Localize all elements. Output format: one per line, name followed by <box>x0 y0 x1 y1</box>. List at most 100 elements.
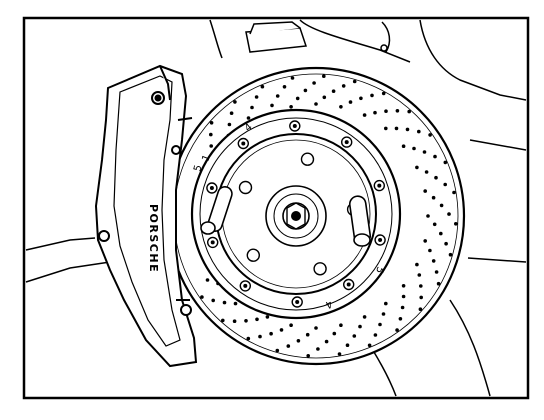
lug-hole <box>300 152 315 166</box>
drill-hole <box>400 305 405 310</box>
drill-hole <box>316 347 320 351</box>
drill-hole <box>305 332 310 337</box>
drill-hole <box>423 189 428 193</box>
drill-hole <box>362 113 367 117</box>
drill-hole <box>275 94 280 98</box>
drill-hole <box>452 190 456 195</box>
drill-hole <box>434 270 439 274</box>
drill-hole <box>447 212 451 216</box>
rotor-markings: 4 5 4 5 1 <box>192 122 385 310</box>
drill-hole <box>433 154 437 159</box>
rotor-hat <box>190 108 402 320</box>
drill-hole <box>229 111 234 115</box>
drill-hole <box>286 344 291 348</box>
drill-hole <box>255 317 259 322</box>
drill-hole <box>415 262 419 267</box>
drill-hole <box>306 354 311 358</box>
drill-hole <box>322 95 327 100</box>
drill-hole <box>258 334 262 339</box>
hat-bolt-center <box>210 240 215 245</box>
drill-hole <box>428 248 432 253</box>
drill-hole <box>454 222 458 226</box>
drill-hole <box>422 150 427 154</box>
drill-hole <box>384 109 388 113</box>
drill-hole <box>232 319 237 324</box>
lug-hole <box>313 262 327 276</box>
guide-pins <box>200 185 372 247</box>
drill-hole <box>246 116 251 120</box>
hat-bolt-center <box>292 124 297 128</box>
drill-hole <box>417 273 422 277</box>
drill-hole <box>434 175 438 180</box>
drill-hole <box>444 241 448 246</box>
drill-hole <box>345 343 350 348</box>
drill-hole <box>246 336 251 341</box>
drill-hole <box>341 84 346 88</box>
drill-hole <box>322 74 326 78</box>
drill-hole <box>352 79 357 84</box>
caliper-brand-lettering: PORSCHE <box>147 204 160 273</box>
drill-hole <box>227 122 232 127</box>
drill-hole <box>296 339 301 343</box>
drill-hole <box>418 307 423 312</box>
hat-bolt-center <box>243 283 248 288</box>
drill-hole <box>348 100 353 104</box>
drill-hole <box>337 352 342 356</box>
drill-hole <box>250 105 254 110</box>
drill-hole <box>417 129 421 134</box>
drill-hole <box>221 318 225 323</box>
drill-hole <box>233 100 237 104</box>
drill-hole <box>290 76 295 80</box>
caliper-mount-bolt <box>171 145 181 155</box>
drill-hole <box>260 84 265 89</box>
caliper-mount-bolt <box>180 304 192 316</box>
drill-hole <box>424 170 429 174</box>
rotor-marking: 5 <box>373 265 386 275</box>
drill-hole <box>439 203 444 208</box>
drill-hole <box>254 95 259 99</box>
drill-hole <box>378 322 382 327</box>
drill-hole <box>415 165 419 170</box>
brake-caliper <box>94 64 198 368</box>
hat-bolt-center <box>344 140 349 145</box>
drill-hole <box>295 96 300 101</box>
hat-bolt-center <box>295 300 300 304</box>
drill-hole <box>439 231 443 236</box>
hat-bolt-center <box>209 186 214 190</box>
drill-hole <box>282 85 287 89</box>
hat-bolt-center <box>346 282 351 287</box>
drill-hole <box>314 102 318 106</box>
drill-hole <box>233 301 238 306</box>
drill-hole <box>209 144 213 148</box>
rotor-marking: 1 <box>200 153 213 163</box>
drill-hole <box>314 326 318 330</box>
drill-hole <box>436 281 441 286</box>
drill-hole <box>244 319 248 323</box>
drill-hole <box>401 284 406 288</box>
drill-hole <box>384 126 388 131</box>
drill-hole <box>428 133 432 137</box>
axle-center <box>291 211 301 221</box>
drill-hole <box>324 339 329 344</box>
drill-hole <box>381 312 386 316</box>
hat-bolts <box>206 120 386 308</box>
drill-hole <box>312 81 316 85</box>
drill-hole <box>331 89 336 93</box>
drill-hole <box>426 214 430 218</box>
drill-hole <box>448 252 453 257</box>
drill-hole <box>289 105 293 109</box>
drill-hole <box>359 96 363 101</box>
drill-hole <box>352 334 357 338</box>
drill-hole <box>209 121 214 125</box>
caliper-body <box>94 64 198 368</box>
drill-hole <box>211 298 215 303</box>
rotor-marking: 5 <box>192 164 204 173</box>
lug-hole <box>246 248 261 262</box>
drill-hole <box>222 300 227 305</box>
drill-hole <box>431 195 436 200</box>
strut-fitting <box>245 21 308 53</box>
drill-hole <box>279 328 284 332</box>
drill-hole <box>423 239 428 243</box>
drill-hole <box>407 109 412 114</box>
